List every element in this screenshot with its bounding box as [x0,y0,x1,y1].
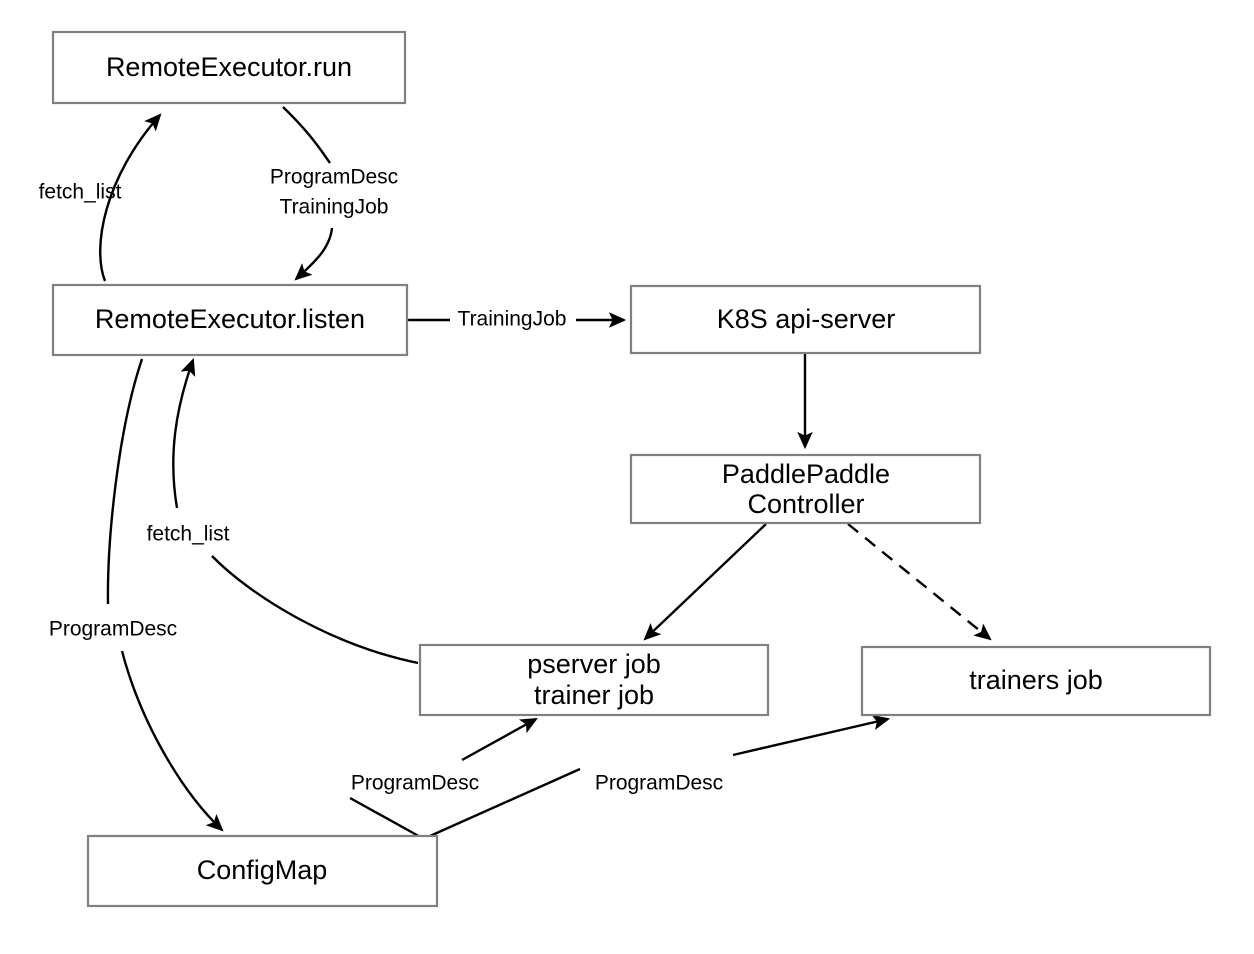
edge-programdesc-to-configmap-head [106,358,144,605]
edge-fetch-list-to-listen-tail [172,357,196,509]
node-pserver-trainer-job[interactable]: pserver job trainer job [418,643,770,717]
node-label: ConfigMap [197,855,328,885]
edge-configmap-to-pserver-seg2 [461,717,538,762]
edge-controller-to-trainers [847,523,992,641]
edge-programdesc-to-configmap-tail [120,650,224,832]
edge-fetch-list-to-run [99,113,162,282]
node-box [86,834,439,908]
node-box [629,453,982,525]
edge-configmap-to-trainers-seg1 [429,767,581,838]
edge-labels-layer: fetch_list ProgramDesc TrainingJob Train… [39,166,724,795]
node-remote-executor-listen[interactable]: RemoteExecutor.listen [51,283,409,357]
edge-programdesc-trainingjob-to-listen [282,106,331,164]
edge-fetch-list-to-listen [211,555,419,665]
edge-label-fetch-list-top: fetch_list [39,181,122,204]
node-label-line-2: trainer job [534,680,654,710]
edge-controller-to-pserver [643,523,767,641]
node-label: RemoteExecutor.run [106,52,352,82]
node-label: trainers job [969,665,1103,695]
node-label: K8S api-server [717,304,896,334]
node-trainers-job[interactable]: trainers job [860,645,1212,717]
node-k8s-api-server[interactable]: K8S api-server [629,284,982,355]
edge-configmap-to-trainers-seg2 [732,714,891,757]
node-label-line-1: pserver job [527,649,661,679]
node-box [860,645,1212,717]
edges-layer [99,106,992,841]
edge-configmap-to-pserver-seg1 [349,796,425,841]
node-label-line-1: PaddlePaddle [722,459,890,489]
node-box [51,30,407,105]
edge-programdesc-trainingjob-to-listen-tail [294,227,334,281]
edge-label-programdesc-left: ProgramDesc [49,618,177,641]
edge-label-programdesc-top: ProgramDesc [270,166,398,189]
node-configmap[interactable]: ConfigMap [86,834,439,908]
node-label-line-2: Controller [747,489,864,519]
nodes-layer: RemoteExecutor.run RemoteExecutor.listen… [51,30,1212,908]
edge-label-programdesc-trainer: ProgramDesc [595,772,723,795]
edge-label-programdesc-pserver: ProgramDesc [351,772,479,795]
node-remote-executor-run[interactable]: RemoteExecutor.run [51,30,407,105]
node-paddlepaddle-controller[interactable]: PaddlePaddle Controller [629,453,982,525]
edge-label-fetch-list-bottom: fetch_list [147,523,230,546]
edge-label-trainingjob-k8s: TrainingJob [458,308,567,331]
node-box [629,284,982,355]
node-label: RemoteExecutor.listen [95,304,365,334]
edge-label-trainingjob-top: TrainingJob [280,196,389,219]
node-box [418,643,770,717]
node-box [51,283,409,357]
